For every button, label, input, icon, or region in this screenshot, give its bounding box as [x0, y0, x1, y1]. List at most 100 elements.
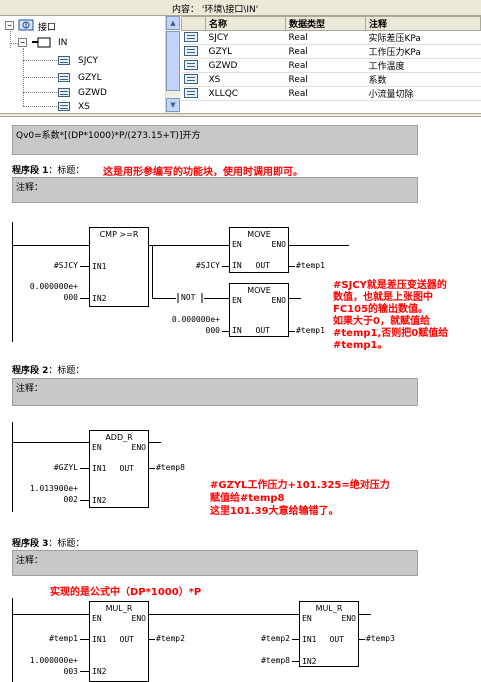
wire-out [289, 331, 295, 332]
wire-in2 [292, 661, 299, 662]
network-2-side-note: #GZYL工作压力+101.325=绝对压力 赋值给#temp8 这里101.3… [210, 479, 390, 518]
mul-1-out-operand[interactable]: #temp2 [156, 634, 185, 643]
cell-type[interactable]: Real [285, 86, 366, 101]
block-title-box[interactable]: Qv0=系数*[(DP*1000)*P/(273.15+T)]开方 [12, 125, 418, 155]
rung-wire [12, 245, 89, 246]
variable-icon [58, 56, 70, 65]
not-contact[interactable]: NOT [176, 292, 204, 304]
tree-item-gzwd[interactable]: GZWD [78, 88, 107, 98]
cell-type[interactable]: Real [285, 44, 366, 59]
network-3-comment-box[interactable]: 注释： [12, 550, 418, 576]
network-2-comment-box[interactable]: 注释： [12, 378, 418, 406]
table-row[interactable]: GZWD Real 工作温度 [181, 58, 481, 73]
network-3-title[interactable]: 程序段 3：标题： [12, 536, 84, 549]
rung-wire [289, 245, 349, 246]
cell-name[interactable]: GZWD [205, 58, 286, 73]
network-2-title-label: ：标题： [48, 366, 85, 376]
wire-in2 [80, 500, 89, 501]
tree-in-label[interactable]: IN [58, 38, 68, 48]
cell-comment[interactable]: 实际差压KPa [365, 30, 481, 45]
side-note-line: 赋值给#temp8 [210, 493, 285, 504]
add-in2-operand-l1[interactable]: 1.013900e+ [29, 484, 78, 493]
in-expander[interactable]: − [18, 38, 27, 47]
add-in1-operand[interactable]: #GZYL [53, 463, 78, 472]
pin-in1: IN1 [92, 262, 107, 271]
move-1-in-operand[interactable]: #SJCY [195, 261, 220, 270]
interface-tree[interactable]: − 接口 − IN SJCY GZYL GZWD XS [0, 16, 180, 113]
move-1-out-operand[interactable]: #temp1 [296, 261, 325, 270]
rung-wire [359, 614, 371, 615]
cell-comment[interactable]: 小流量切除 [365, 86, 481, 101]
network-1-title[interactable]: 程序段 1：标题： [12, 163, 84, 176]
cmp-in2-operand-l2[interactable]: 000 [63, 293, 78, 302]
scroll-up-icon[interactable]: ▲ [166, 16, 180, 30]
tree-item-gzyl[interactable]: GZYL [78, 73, 102, 83]
table-row[interactable]: XS Real 系数 [181, 72, 481, 87]
tree-root-label[interactable]: 接口 [38, 23, 57, 33]
cell-name[interactable]: SJCY [205, 30, 286, 45]
cell-comment[interactable]: 工作压力KPa [365, 44, 481, 59]
add-r-block[interactable]: ADD_R EN ENO IN1 OUT IN2 [89, 430, 149, 508]
variable-icon [183, 74, 198, 85]
cell-type[interactable]: Real [285, 58, 366, 73]
network-1-number: 程序段 1 [12, 166, 49, 176]
mul-2-in2-operand[interactable]: #temp8 [261, 656, 290, 665]
network-1-comment-box[interactable]: 注释： [12, 177, 418, 203]
cmp-in2-operand-l1[interactable]: 0.000000e+ [29, 282, 78, 291]
move-2-in-operand-l2[interactable]: 000 [205, 326, 220, 335]
cell-type[interactable]: Real [285, 30, 366, 45]
root-expander[interactable]: − [5, 21, 14, 30]
wire-out [359, 639, 365, 640]
rung-wire [149, 245, 229, 246]
add-in2-operand-l2[interactable]: 002 [63, 495, 78, 504]
move-2-out-operand[interactable]: #temp1 [296, 326, 325, 335]
add-out-operand[interactable]: #temp8 [156, 463, 185, 472]
scroll-thumb[interactable] [166, 31, 180, 91]
pin-out: OUT [119, 464, 134, 473]
rung-wire [289, 298, 301, 299]
mul-1-in1-operand[interactable]: #temp1 [49, 634, 78, 643]
cell-name[interactable]: GZYL [205, 44, 286, 59]
network-2-title[interactable]: 程序段 2：标题： [12, 363, 84, 376]
cmp-in1-operand[interactable]: #SJCY [53, 261, 78, 270]
tree-item-sjcy[interactable]: SJCY [78, 56, 98, 66]
cmp-block[interactable]: CMP >=R IN1 IN2 [89, 227, 149, 307]
pin-en: EN [92, 614, 102, 623]
wire-in1 [80, 468, 89, 469]
mul-r-block-1[interactable]: MUL_R EN ENO IN1 OUT IN2 [89, 601, 149, 682]
mul-2-out-operand[interactable]: #temp3 [366, 634, 395, 643]
pin-en: EN [232, 240, 242, 249]
mul-1-in2-operand-l2[interactable]: 003 [63, 667, 78, 676]
move-2-in-operand-l1[interactable]: 0.000000e+ [171, 315, 220, 324]
mul-r-block-2[interactable]: MUL_R EN ENO IN1 OUT IN2 [299, 601, 359, 667]
move-block-1[interactable]: MOVE EN ENO IN OUT [229, 227, 289, 273]
mul-1-in2-operand-l1[interactable]: 1.000000e+ [29, 656, 78, 665]
scroll-down-icon[interactable]: ▼ [166, 98, 180, 112]
header-icon-col [181, 16, 206, 31]
network-1-annotation: 这是用形参编写的功能块，使用时调用即可。 [103, 167, 303, 178]
cell-name[interactable]: XLLQC [205, 86, 286, 101]
tree-scrollbar[interactable]: ▲ ▼ [165, 16, 180, 113]
left-power-rail [12, 222, 13, 342]
column-type[interactable]: 数据类型 [285, 16, 366, 31]
wire-out [289, 266, 295, 267]
cell-type[interactable]: Real [285, 72, 366, 87]
column-name[interactable]: 名称 [205, 16, 286, 31]
column-comment[interactable]: 注释 [365, 16, 481, 31]
move-block-2[interactable]: MOVE EN ENO IN OUT [229, 283, 289, 337]
wire-in1 [80, 266, 89, 267]
table-row[interactable]: XLLQC Real 小流量切除 [181, 86, 481, 101]
table-row[interactable]: GZYL Real 工作压力KPa [181, 44, 481, 59]
cell-name[interactable]: XS [205, 72, 286, 87]
tree-item-xs[interactable]: XS [78, 102, 90, 112]
pin-eno: ENO [131, 614, 146, 623]
variable-icon [58, 88, 70, 97]
pin-out: OUT [329, 635, 344, 644]
table-row[interactable]: SJCY Real 实际差压KPa [181, 30, 481, 45]
pane-splitter[interactable] [0, 113, 481, 117]
mul-2-in1-operand[interactable]: #temp2 [261, 634, 290, 643]
cell-comment[interactable]: 系数 [365, 72, 481, 87]
network-3-annotation: 实现的是公式中（DP*1000）*P [50, 587, 202, 598]
cell-comment[interactable]: 工作温度 [365, 58, 481, 73]
side-note-line: #temp1,否则把0赋值给 [333, 328, 449, 339]
